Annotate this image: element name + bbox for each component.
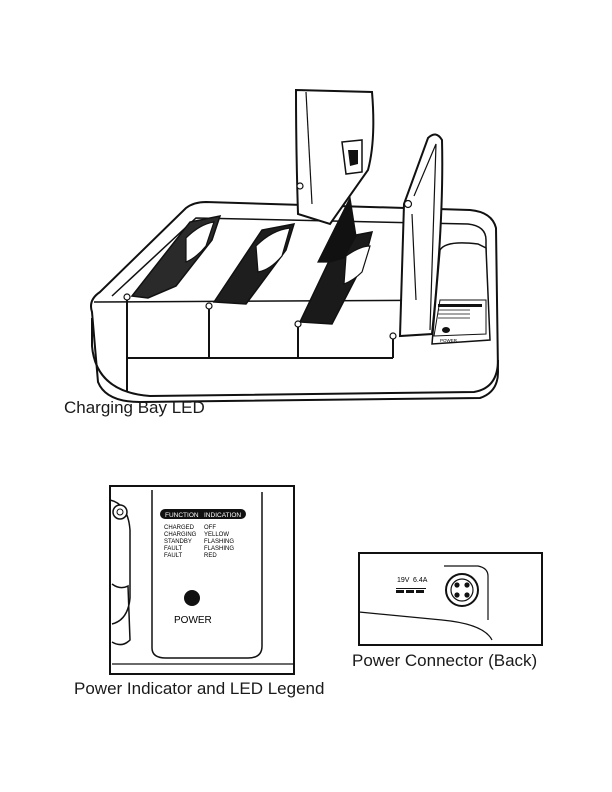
bay-led-3 bbox=[295, 321, 301, 327]
legend-function-1: CHARGING bbox=[164, 532, 197, 538]
power-indicator-caption: Power Indicator and LED Legend bbox=[74, 679, 324, 699]
power-connector-detail-box bbox=[359, 553, 542, 645]
legend-header-function: FUNCTION bbox=[165, 512, 199, 519]
legend-function-2: STANDBY bbox=[164, 539, 192, 545]
legend-function-3: FAULT bbox=[164, 546, 183, 552]
legend-function-0: CHARGED bbox=[164, 525, 195, 531]
cradle-power-label: POWER bbox=[440, 338, 458, 343]
connector-voltage: 19V bbox=[397, 577, 410, 584]
power-indicator-detail-box bbox=[110, 486, 294, 674]
legend-indication-3: FLASHING bbox=[204, 546, 234, 552]
connector-current: 6.4A bbox=[413, 577, 428, 584]
bay-led-1 bbox=[124, 294, 130, 300]
cradle-status-panel bbox=[432, 243, 490, 344]
power-led bbox=[184, 590, 200, 606]
battery-inserting bbox=[296, 90, 373, 224]
dc-connector-icon bbox=[446, 574, 478, 606]
legend-indication-4: RED bbox=[204, 553, 217, 559]
legend-indication-2: FLASHING bbox=[204, 539, 234, 545]
cradle-power-led bbox=[442, 327, 450, 333]
legend-function-4: FAULT bbox=[164, 553, 183, 559]
charging-bay-led-caption: Charging Bay LED bbox=[64, 398, 205, 418]
legend-header-indication: INDICATION bbox=[204, 512, 241, 519]
legend-indication-1: YELLOW bbox=[204, 532, 229, 538]
power-connector-caption: Power Connector (Back) bbox=[352, 651, 537, 671]
bay-led-4 bbox=[390, 333, 396, 339]
legend-indication-0: OFF bbox=[204, 525, 216, 531]
legend-power-label: POWER bbox=[174, 615, 212, 626]
bay-led-2 bbox=[206, 303, 212, 309]
